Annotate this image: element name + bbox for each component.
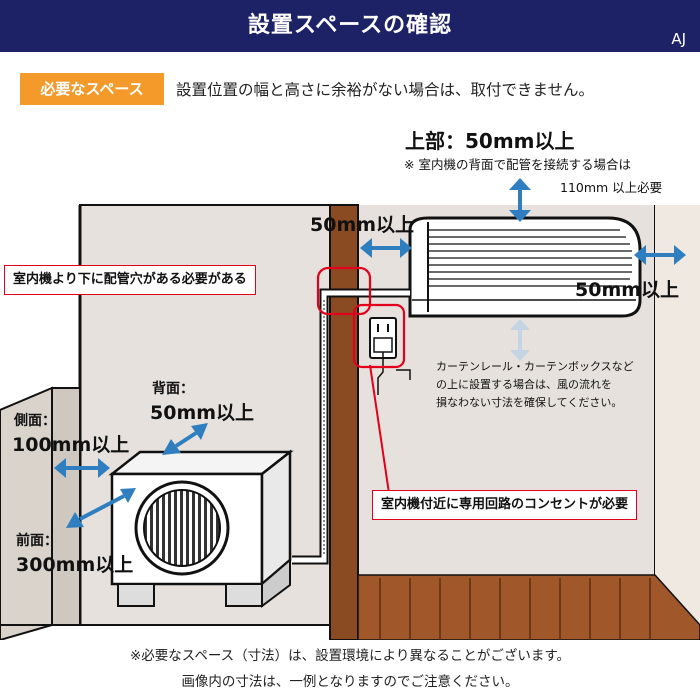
top-space-label: 上部：50mm以上	[405, 129, 575, 153]
header-bar: 設置スペースの確認 AJ	[0, 0, 700, 52]
pipe-hole-callout: 室内機より下に配管穴がある必要がある	[4, 265, 256, 295]
installation-diagram	[0, 178, 700, 640]
footer-note-2: 画像内の寸法は、一例となりますのでご注意ください。	[181, 674, 519, 690]
outlet-callout: 室内機付近に専用回路のコンセントが必要	[372, 490, 638, 520]
outlet-icon	[369, 317, 411, 395]
front-value: 300mm以上	[16, 554, 134, 576]
arrow-front	[66, 488, 136, 528]
page-title: 設置スペースの確認	[247, 13, 453, 38]
curtain-note-2: の上に設置する場合は、風の流れを	[436, 378, 612, 391]
wood-floor	[357, 574, 700, 640]
back-value: 50mm以上	[150, 402, 255, 424]
front-label: 前面：	[16, 533, 58, 549]
header-badge: AJ	[671, 30, 686, 48]
right-space-label: 50mm以上	[575, 279, 680, 301]
arrow-back	[162, 423, 208, 455]
arrow-below	[510, 319, 530, 361]
outdoor-unit	[108, 449, 294, 608]
back-label: 背面：	[152, 381, 194, 397]
arrow-left	[360, 238, 412, 258]
pipe-hole-highlight	[316, 266, 372, 316]
intro-text: 設置位置の幅と高さに余裕がない場合は、取付できません。	[176, 81, 595, 99]
left-space-label: 50mm以上	[310, 214, 415, 236]
indoor-unit	[408, 216, 642, 318]
curtain-note-3: 損なわない寸法を確保してください。	[436, 396, 623, 409]
arrow-right	[634, 245, 686, 265]
side-value: 100mm以上	[12, 434, 130, 456]
top-space-note-2: 110mm 以上必要	[560, 180, 663, 195]
top-space-note-1: ※ 室内機の背面で配管を接続する場合は	[404, 157, 631, 172]
side-label: 側面：	[14, 413, 56, 429]
wood-pillar	[329, 204, 359, 640]
arrow-top	[509, 178, 531, 222]
required-space-tag: 必要なスペース	[20, 73, 164, 105]
curtain-note-1: カーテンレール・カーテンボックスなど	[436, 360, 634, 373]
outlet-highlight	[352, 303, 406, 369]
arrow-side	[54, 458, 110, 478]
footer-note-1: ※必要なスペース（寸法）は、設置環境により異なることがございます。	[129, 648, 571, 664]
